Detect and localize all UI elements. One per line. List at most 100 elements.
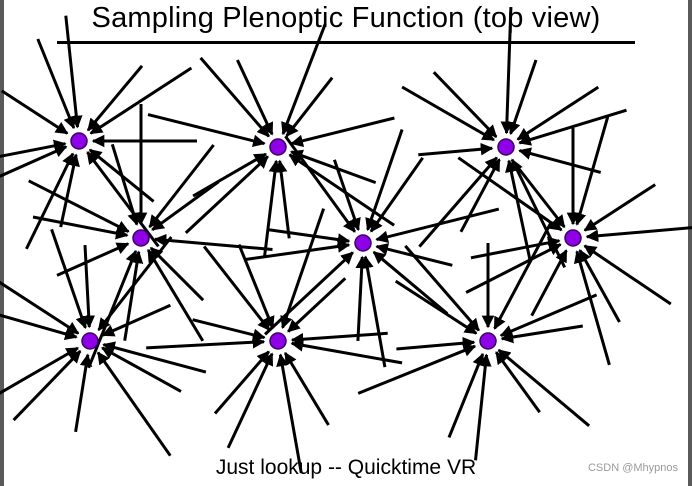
incoming-ray-arrow bbox=[361, 255, 387, 368]
incoming-ray-arrow bbox=[401, 85, 495, 142]
node-layer bbox=[70, 132, 582, 350]
incoming-ray-arrow bbox=[457, 156, 563, 232]
incoming-ray-arrow bbox=[573, 116, 610, 226]
incoming-ray-arrow bbox=[28, 179, 130, 233]
incoming-ray-arrow bbox=[0, 280, 80, 335]
incoming-ray-arrow bbox=[153, 233, 273, 251]
incoming-ray-arrow bbox=[276, 353, 303, 474]
incoming-ray-arrow bbox=[500, 324, 584, 344]
incoming-ray-arrow bbox=[97, 236, 173, 331]
incoming-ray-arrow bbox=[59, 153, 80, 228]
incoming-ray-arrow bbox=[583, 244, 672, 306]
incoming-ray-arrow bbox=[585, 226, 692, 243]
incoming-ray-arrow bbox=[101, 303, 172, 337]
incoming-ray-arrow bbox=[332, 159, 361, 231]
incoming-ray-arrow bbox=[583, 183, 657, 232]
incoming-ray-arrow bbox=[226, 352, 274, 449]
incoming-ray-arrow bbox=[530, 249, 568, 317]
incoming-ray-arrow bbox=[578, 249, 621, 323]
incoming-ray-arrow bbox=[355, 255, 368, 341]
incoming-ray-arrow bbox=[493, 221, 553, 330]
incoming-ray-arrow bbox=[290, 339, 403, 365]
incoming-ray-arrow bbox=[404, 244, 480, 332]
incoming-ray-arrow bbox=[290, 149, 377, 185]
incoming-ray-arrow bbox=[74, 353, 93, 433]
incoming-ray-arrow bbox=[287, 277, 347, 333]
incoming-ray-arrow bbox=[237, 244, 275, 330]
incoming-ray-arrow bbox=[494, 351, 541, 414]
sample-point-node bbox=[497, 138, 515, 156]
incoming-ray-arrow bbox=[447, 352, 485, 438]
incoming-ray-arrow bbox=[375, 207, 500, 243]
incoming-ray-arrow bbox=[146, 248, 205, 342]
sample-point-node bbox=[354, 234, 372, 252]
incoming-ray-arrow bbox=[96, 351, 172, 457]
incoming-ray-arrow bbox=[499, 293, 598, 337]
incoming-ray-arrow bbox=[470, 236, 561, 260]
incoming-ray-arrow bbox=[418, 156, 498, 248]
watermark: CSDN @Mhypnos bbox=[587, 462, 678, 474]
incoming-ray-arrow bbox=[274, 159, 291, 239]
sample-point-node bbox=[269, 332, 287, 350]
incoming-ray-arrow bbox=[86, 151, 160, 248]
incoming-ray-arrow bbox=[284, 135, 357, 233]
sample-point-node bbox=[479, 332, 497, 350]
incoming-ray-arrow bbox=[500, 7, 514, 135]
incoming-ray-arrow bbox=[202, 245, 271, 331]
incoming-ray-arrow bbox=[192, 152, 267, 198]
incoming-ray-arrow bbox=[285, 76, 334, 137]
slide-title: Sampling Plenoptic Function (top view) bbox=[91, 2, 601, 34]
incoming-ray-arrow bbox=[459, 158, 501, 233]
incoming-ray-arrow bbox=[110, 143, 140, 226]
incoming-ray-arrow bbox=[148, 144, 215, 228]
incoming-ray-arrow bbox=[25, 152, 75, 250]
incoming-ray-arrow bbox=[518, 147, 602, 174]
incoming-ray-arrow bbox=[283, 351, 330, 426]
incoming-ray-arrow bbox=[89, 66, 193, 135]
incoming-ray-arrow bbox=[474, 353, 492, 461]
incoming-ray-arrow bbox=[56, 242, 130, 277]
incoming-ray-arrow bbox=[0, 313, 78, 341]
incoming-ray-arrow bbox=[147, 113, 266, 147]
incoming-ray-arrow bbox=[0, 89, 69, 135]
title-underline bbox=[57, 41, 635, 44]
incoming-ray-arrow bbox=[101, 346, 182, 393]
incoming-ray-arrow bbox=[573, 250, 611, 366]
sample-point-node bbox=[70, 132, 88, 150]
incoming-ray-arrow bbox=[149, 246, 205, 302]
incoming-ray-arrow bbox=[245, 240, 351, 261]
incoming-ray-arrow bbox=[372, 250, 449, 315]
incoming-ray-arrow bbox=[192, 318, 266, 341]
incoming-ray-arrow bbox=[418, 142, 494, 157]
incoming-ray-arrow bbox=[290, 331, 388, 346]
sample-point-node bbox=[132, 229, 150, 247]
incoming-ray-arrow bbox=[508, 59, 538, 135]
ray-layer bbox=[0, 7, 692, 474]
incoming-ray-arrow bbox=[357, 344, 477, 395]
incoming-ray-arrow bbox=[0, 346, 79, 395]
incoming-ray-arrow bbox=[515, 164, 566, 228]
incoming-ray-arrow bbox=[213, 350, 270, 415]
sample-point-node bbox=[81, 332, 99, 350]
incoming-ray-arrow bbox=[497, 348, 591, 427]
incoming-ray-arrow bbox=[281, 23, 327, 136]
slide-caption: Just lookup -- Quicktime VR bbox=[215, 456, 477, 479]
sample-point-node bbox=[269, 138, 287, 156]
incoming-ray-arrow bbox=[263, 159, 282, 257]
incoming-ray-arrow bbox=[369, 156, 424, 233]
incoming-ray-arrow bbox=[50, 228, 88, 329]
incoming-ray-arrow bbox=[146, 336, 266, 350]
incoming-ray-arrow bbox=[365, 129, 404, 231]
incoming-ray-arrow bbox=[36, 38, 76, 130]
incoming-ray-arrow bbox=[86, 64, 144, 132]
incoming-ray-arrow bbox=[236, 59, 274, 136]
incoming-ray-arrow bbox=[280, 208, 326, 329]
sample-point-node bbox=[564, 229, 582, 247]
incoming-ray-arrow bbox=[87, 249, 138, 369]
incoming-ray-arrow bbox=[396, 336, 476, 351]
incoming-ray-arrow bbox=[290, 116, 395, 147]
incoming-ray-arrow bbox=[465, 243, 562, 294]
incoming-ray-arrow bbox=[151, 180, 220, 232]
